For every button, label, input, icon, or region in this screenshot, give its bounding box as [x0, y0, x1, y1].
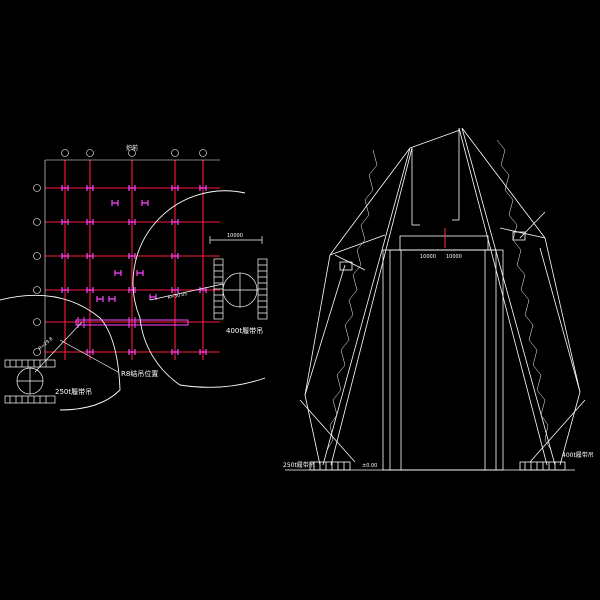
elevation-dim-right: 10000: [446, 254, 462, 260]
axis-bubbles-left: [33, 184, 41, 356]
swing-radius-arcs: [0, 190, 266, 411]
crane-250t-label: 250t履带吊: [55, 388, 92, 396]
level-mark: ±0.00: [362, 463, 377, 469]
axis-bubbles-top: [61, 149, 207, 157]
crane-left-label: 250t履带吊: [283, 461, 315, 469]
crane-right-label: 400t履带吊: [562, 451, 594, 459]
column-markers: [61, 185, 207, 355]
crane-carriers: [309, 461, 566, 471]
hook-blocks: [339, 231, 526, 271]
crane-400t-label: 400t履带吊: [226, 327, 263, 335]
crane-400t-symbol: [149, 236, 268, 320]
crane-left-boom: [299, 129, 461, 466]
plan-view: 炉前 400t履带吊 250t履带吊 R8结吊位置 10000 R=29.8 R…: [0, 144, 268, 411]
radius-label-a: R=29.8: [37, 336, 54, 352]
plan-top-label: 炉前: [126, 144, 138, 152]
elevation-view: [285, 127, 586, 471]
plan-frame: [44, 159, 220, 360]
crane-right-boom: [452, 127, 586, 466]
plan-dimension-label: 10000: [227, 233, 243, 239]
elevation-dim-left: 10000: [420, 254, 436, 260]
radius-label-b: R=30.05: [167, 291, 188, 301]
crane-250t-symbol: [4, 321, 119, 404]
column-grid: [45, 160, 220, 360]
lift-position-label: R8结吊位置: [121, 369, 158, 378]
boiler-structure: [382, 235, 504, 471]
